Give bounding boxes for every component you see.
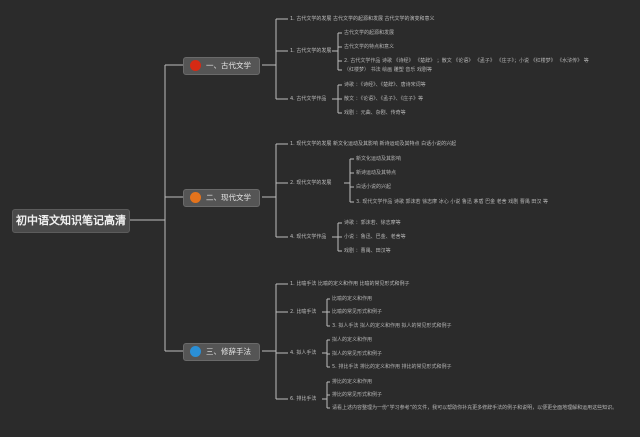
- leaf-item[interactable]: 比喻的常见形式和例子: [332, 309, 383, 315]
- orange-circle-icon: [190, 192, 201, 203]
- leaf-item[interactable]: 拟人的常见形式和例子: [332, 351, 383, 357]
- root-node[interactable]: 初中语文知识笔记高清: [12, 209, 130, 233]
- leaf-item[interactable]: 小说 ：鲁迅、巴金、老舍等: [344, 234, 406, 240]
- sub-topic[interactable]: 1. 古代文学的发展: [290, 48, 332, 54]
- leaf-item[interactable]: 古代文学的起源和发展: [344, 30, 395, 36]
- leaf-item[interactable]: 诗歌 ：郭沫若、徐志摩等: [344, 220, 401, 226]
- leaf-item[interactable]: 排比的常见形式和例子: [332, 392, 383, 398]
- sub-topic[interactable]: 6. 排比手法: [290, 396, 317, 402]
- leaf-item[interactable]: 3. 拟人手法 拟人的定义和作用 拟人的常见形式和例子: [332, 323, 452, 329]
- leaf-item[interactable]: 诗歌 ：《诗经》、《楚辞》、唐诗宋词等: [344, 82, 426, 88]
- branch-ancient-literature[interactable]: 一、古代文学: [183, 57, 260, 75]
- leaf-item[interactable]: 5. 排比手法 排比的定义和作用 排比的常见形式和例子: [332, 364, 452, 370]
- branch-rhetoric[interactable]: 三、修辞手法: [183, 343, 260, 361]
- leaf-item[interactable]: 白话小说的兴起: [356, 184, 392, 190]
- sub-topic[interactable]: 4. 拟人手法: [290, 350, 317, 356]
- red-circle-icon: [190, 60, 201, 71]
- leaf-item[interactable]: 戏剧 ：曹禺、田汉等: [344, 248, 391, 254]
- leaf-item[interactable]: 新文化运动及其影响: [356, 156, 402, 162]
- leaf-item[interactable]: 排比的定义和作用: [332, 379, 373, 385]
- branch-label: 二、现代文学: [206, 193, 251, 202]
- leaf-item[interactable]: 请看上述内容整理为一份“学习参考”的文件，我可以帮助你补充更多修辞手法的例子和说…: [332, 405, 618, 411]
- leaf-item[interactable]: 比喻的定义和作用: [332, 296, 373, 302]
- leaf-item[interactable]: （红楼梦） 书法 绘画 雕塑 音乐 戏剧等: [344, 67, 432, 73]
- sub-topic[interactable]: 1. 比喻手法 比喻的定义和作用 比喻的常见形式和例子: [290, 281, 410, 287]
- leaf-item[interactable]: 戏剧 ：元曲、杂剧、传奇等: [344, 110, 406, 116]
- branch-label: 一、古代文学: [206, 61, 251, 70]
- blue-circle-icon: [190, 346, 201, 357]
- sub-topic[interactable]: 2. 比喻手法: [290, 309, 317, 315]
- leaf-item[interactable]: 古代文学的特点和意义: [344, 44, 395, 50]
- sub-topic[interactable]: 4. 古代文学作品: [290, 96, 327, 102]
- leaf-item[interactable]: 2. 古代文学作品 诗歌 《诗经》 《楚辞》 ；散文 《论语》 《孟子》 《庄子…: [344, 58, 589, 64]
- leaf-item[interactable]: 3. 现代文学作品 诗歌 郭沫若 徐志摩 冰心 小说 鲁迅 茅盾 巴金 老舍 戏…: [356, 199, 549, 205]
- sub-topic[interactable]: 2. 现代文学的发展: [290, 180, 332, 186]
- branch-modern-literature[interactable]: 二、现代文学: [183, 189, 260, 207]
- branch-label: 三、修辞手法: [206, 347, 251, 356]
- sub-topic[interactable]: 1. 古代文学的发展 古代文学的起源和发展 古代文学的演变和意义: [290, 16, 435, 22]
- sub-topic[interactable]: 1. 现代文学的发展 新文化运动及其影响 新诗运动及其特点 白话小说的兴起: [290, 141, 457, 147]
- leaf-item[interactable]: 新诗运动及其特点: [356, 170, 397, 176]
- leaf-item[interactable]: 散文 ：《论语》、《孟子》、《庄子》等: [344, 96, 424, 102]
- leaf-item[interactable]: 拟人的定义和作用: [332, 337, 373, 343]
- sub-topic[interactable]: 4. 现代文学作品: [290, 234, 327, 240]
